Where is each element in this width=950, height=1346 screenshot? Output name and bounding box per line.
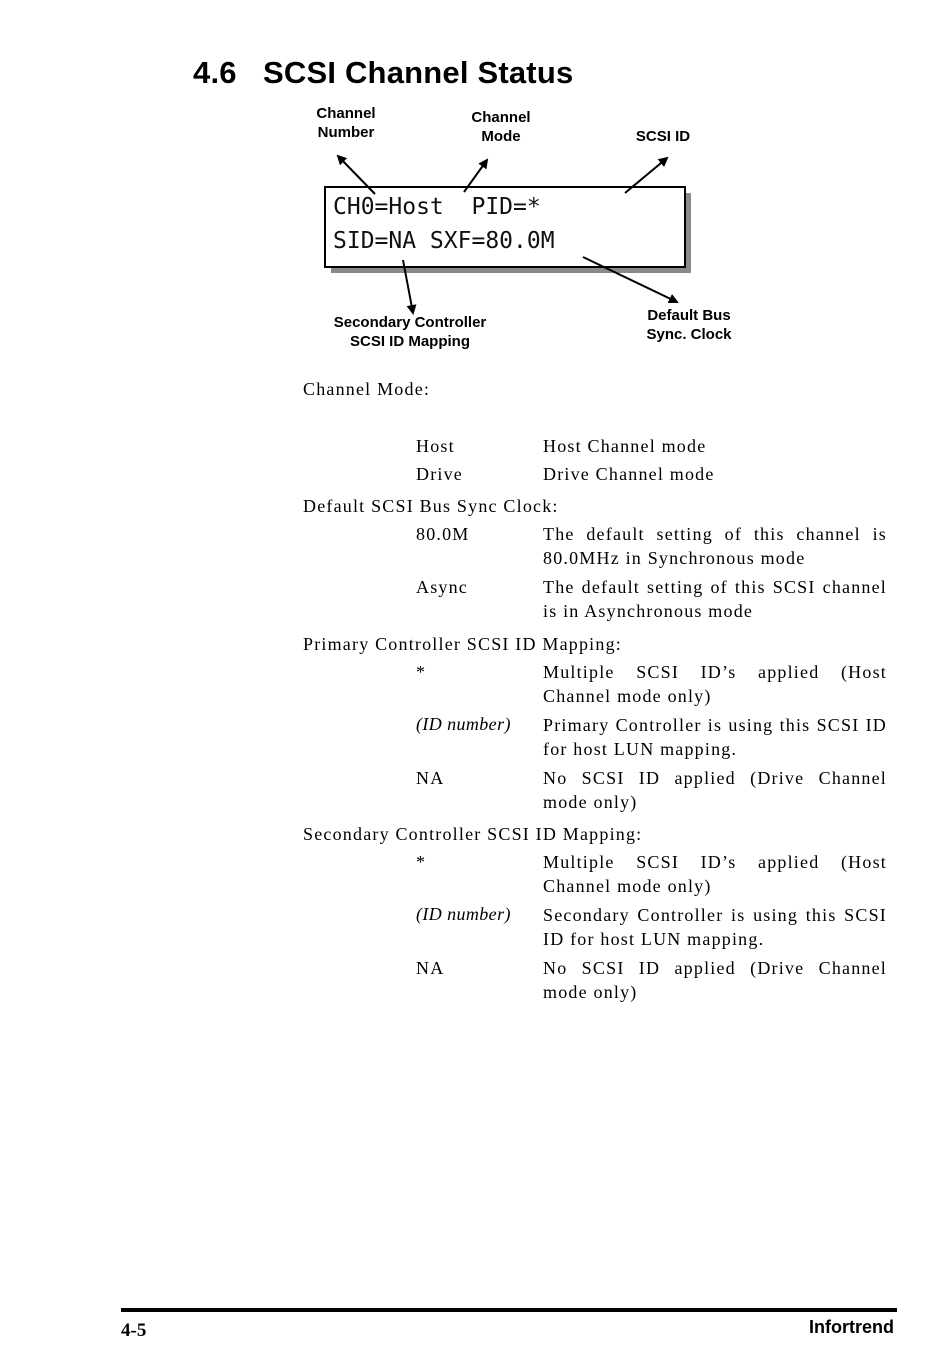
term-primary-id-number: (ID number) (416, 714, 511, 734)
desc-host: Host Channel mode (543, 436, 707, 456)
desc-secondary-id-number: Secondary Controller is using this SCSI … (543, 905, 887, 949)
callout-scsi-id: SCSI ID (635, 128, 691, 145)
term-secondary-na: NA (416, 958, 445, 978)
term-secondary-id-number: (ID number) (416, 904, 511, 924)
desc-secondary-multiple: Multiple SCSI ID’s applied (Host Channel… (543, 852, 887, 896)
section-heading-channel-mode: Channel Mode: (303, 379, 431, 399)
footer-rule (121, 1308, 897, 1312)
section-heading-primary-mapping: Primary Controller SCSI ID Mapping: (303, 634, 622, 654)
lcd-line-1: CH0=Host PID=* (333, 194, 541, 220)
callout-arrows (336, 154, 679, 315)
desc-drive: Drive Channel mode (543, 464, 715, 484)
lcd-status-diagram: Channel Number Channel Mode SCSI ID Seco… (0, 0, 950, 370)
arrow-scsi-id (624, 156, 669, 194)
page-title: 4.6 SCSI Channel Status (193, 55, 573, 91)
footer-brand: Infortrend (809, 1317, 894, 1337)
section-number: 4.6 (193, 54, 237, 90)
term-async: Async (416, 577, 468, 597)
lcd-line-2: SID=NA SXF=80.0M (333, 228, 555, 254)
callout-channel-mode: Channel Mode (471, 109, 531, 145)
desc-primary-multiple: Multiple SCSI ID’s applied (Host Channel… (543, 662, 887, 706)
desc-primary-id-number: Primary Controller is using this SCSI ID… (543, 715, 887, 759)
desc-async: The default setting of this SCSI channel… (543, 577, 887, 621)
lcd-display: CH0=Host PID=* SID=NA SXF=80.0M (324, 186, 686, 268)
term-primary-na: NA (416, 768, 445, 788)
section-heading-secondary-mapping: Secondary Controller SCSI ID Mapping: (303, 824, 643, 844)
arrow-secondary-mapping (402, 259, 417, 315)
term-primary-multiple: * (416, 662, 427, 682)
term-drive: Drive (416, 464, 463, 484)
section-title: SCSI Channel Status (263, 54, 574, 90)
desc-primary-na: No SCSI ID applied (Drive Channel mode o… (543, 768, 887, 812)
term-80m: 80.0M (416, 524, 470, 544)
callout-default-bus-clock: Default Bus Sync. Clock (646, 307, 732, 343)
arrow-channel-mode (463, 158, 489, 193)
arrow-default-bus-clock (582, 256, 679, 304)
page-number: 4-5 (121, 1320, 147, 1341)
desc-secondary-na: No SCSI ID applied (Drive Channel mode o… (543, 958, 887, 1002)
section-heading-sync-clock: Default SCSI Bus Sync Clock: (303, 496, 559, 516)
arrow-channel-number (336, 154, 376, 195)
desc-80m: The default setting of this channel is 8… (543, 524, 887, 568)
callout-secondary-mapping: Secondary Controller SCSI ID Mapping (333, 314, 487, 350)
term-secondary-multiple: * (416, 852, 427, 872)
term-host: Host (416, 436, 455, 456)
callout-channel-number: Channel Number (316, 105, 376, 141)
